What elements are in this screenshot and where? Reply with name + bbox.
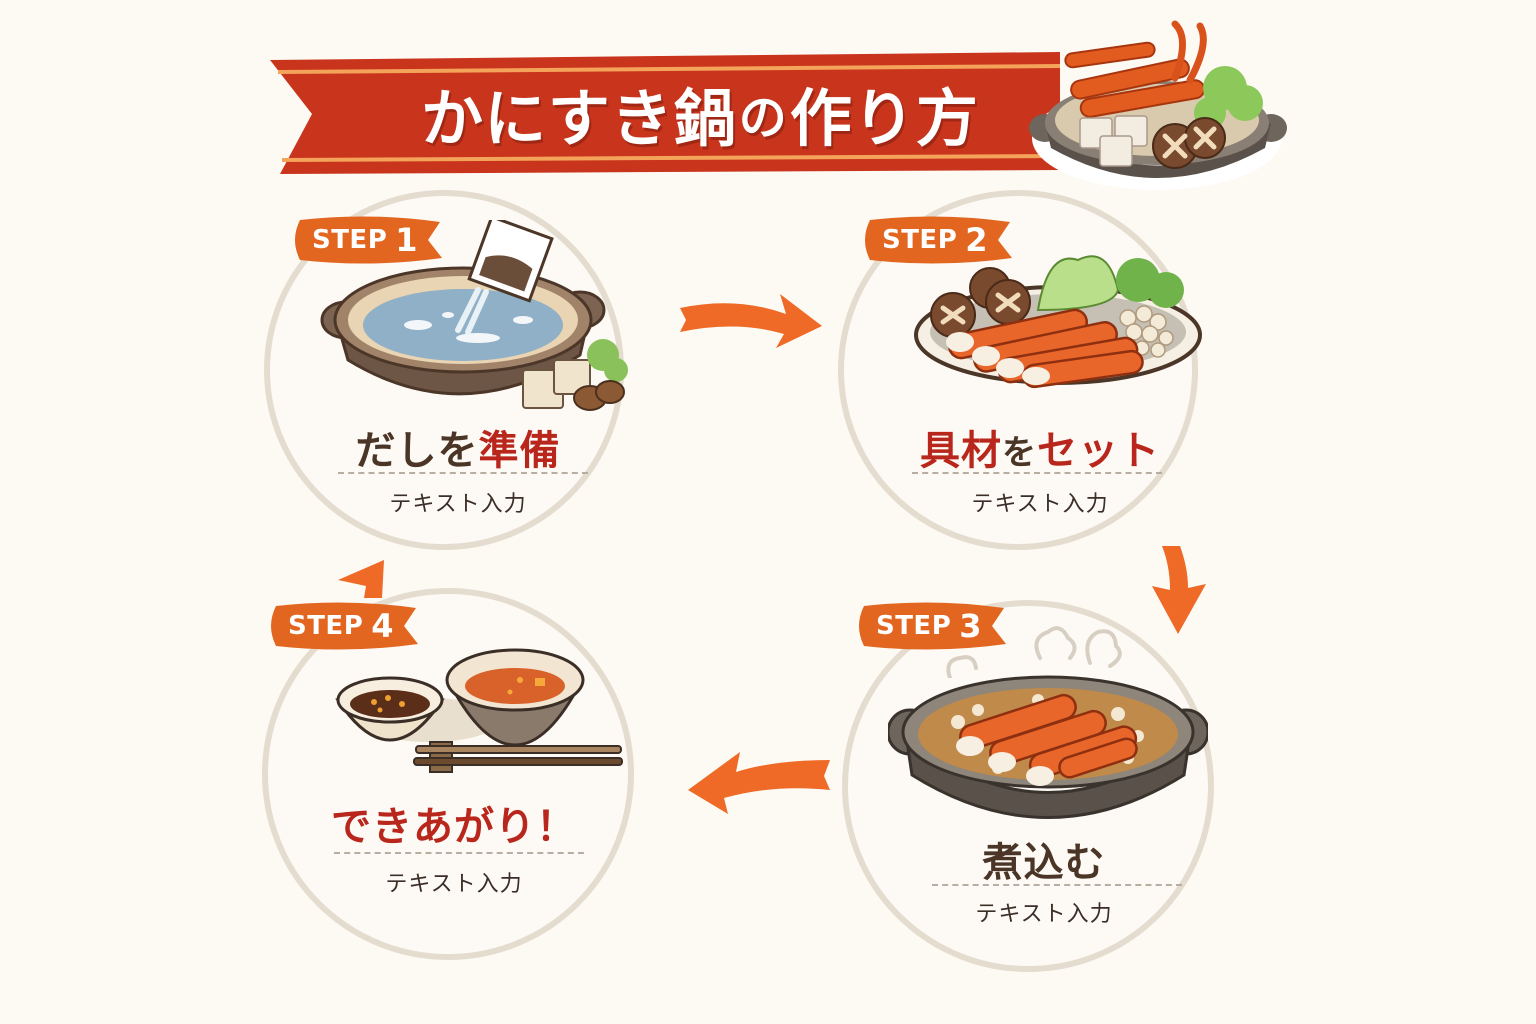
step-4-title: できあがり！ xyxy=(304,794,604,852)
donabe-pot-with-dashi-broth-icon xyxy=(318,214,638,420)
step-1-tag-text: STEP xyxy=(311,225,388,255)
step-1-title-accent: 準備 xyxy=(478,428,561,474)
dipping-bowls-chopsticks-icon xyxy=(330,640,630,780)
kanisuki-hotpot-icon xyxy=(1025,18,1290,198)
step-2-title-accent: 具材 xyxy=(920,428,1002,474)
step-1-title: だしを準備 xyxy=(308,418,608,476)
step-2-divider xyxy=(912,472,1162,474)
step-1-divider xyxy=(338,472,588,474)
step-1-title-plain: だしを xyxy=(355,428,479,474)
step-2-tag-text: STEP xyxy=(881,225,958,255)
step-4-tag-text: STEP xyxy=(287,611,364,641)
step-3-description[interactable]: テキスト入力 xyxy=(975,902,1113,927)
page-title: かにすき鍋の作り方 xyxy=(380,70,1020,156)
step-4-description[interactable]: テキスト入力 xyxy=(385,872,523,897)
step-1-number: 1 xyxy=(395,221,419,259)
platter-of-crab-legs-vegetables-icon xyxy=(908,240,1208,390)
step-2-title-plain: を xyxy=(1002,433,1037,473)
step-4-title-accent: できあがり！ xyxy=(331,804,577,850)
title-sub: 作り方 xyxy=(789,82,979,155)
simmering-hot-pot-icon xyxy=(886,660,1210,830)
step-3-number: 3 xyxy=(959,607,983,645)
step-3-title: 煮込む xyxy=(894,830,1194,888)
step-2-title-accent2: セット xyxy=(1037,428,1160,474)
title-particle: の xyxy=(738,90,788,146)
step-4-divider xyxy=(334,852,584,854)
title-banner: かにすき鍋の作り方 xyxy=(270,52,1070,174)
arrow-left-icon xyxy=(688,752,830,814)
step-3-tag-text: STEP xyxy=(875,611,952,641)
title-main: かにすき鍋 xyxy=(421,82,737,155)
steam-icon xyxy=(930,618,1130,680)
step-4-circle xyxy=(262,588,634,960)
step-1-description[interactable]: テキスト入力 xyxy=(389,492,527,517)
step-2-description[interactable]: テキスト入力 xyxy=(971,492,1109,517)
step-3-title-plain: 煮込む xyxy=(982,840,1106,886)
arrow-down-icon xyxy=(1152,546,1206,634)
step-3-divider xyxy=(932,884,1182,886)
step-2-title: 具材をセット xyxy=(890,418,1190,476)
step-4-number: 4 xyxy=(371,607,395,645)
arrow-up-icon xyxy=(338,560,384,598)
arrow-right-icon xyxy=(680,294,822,348)
step-2-number: 2 xyxy=(965,221,989,259)
